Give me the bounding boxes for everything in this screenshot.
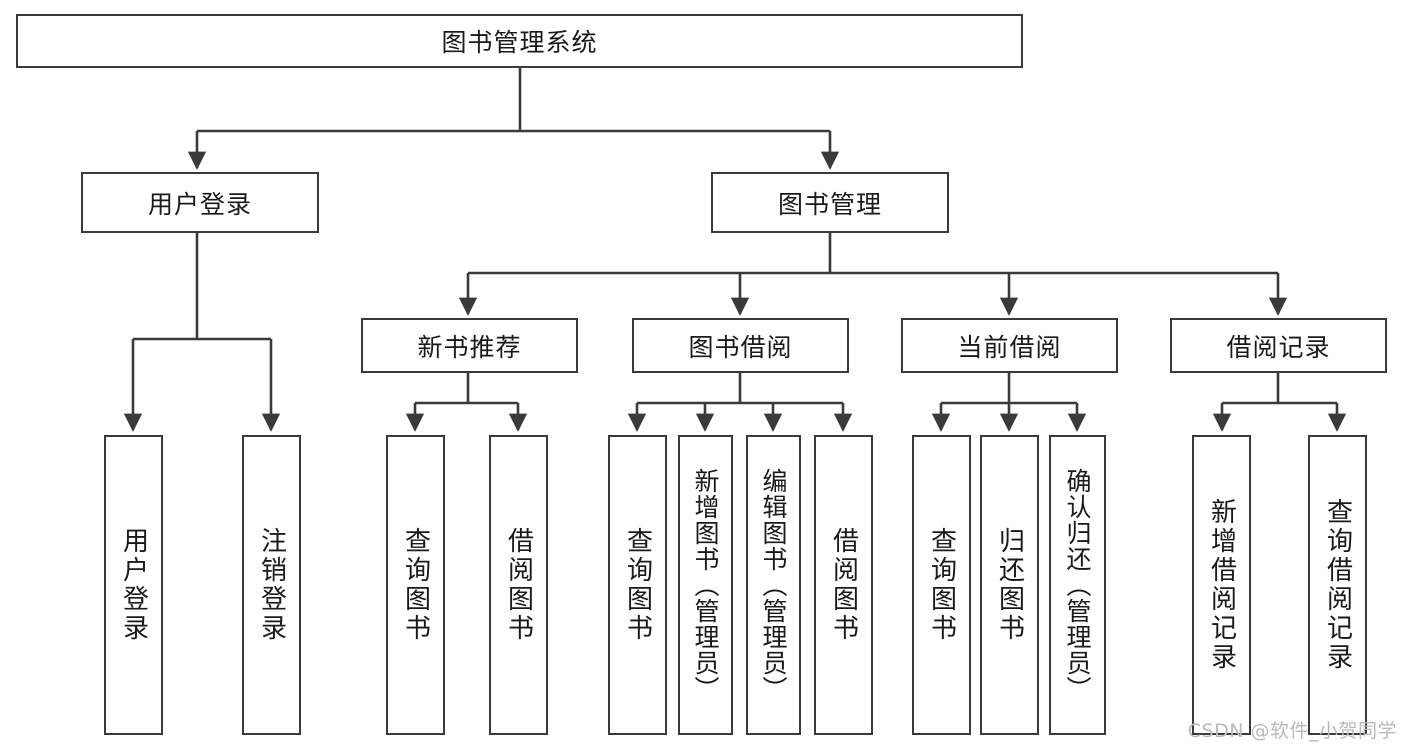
leaf-label: 新增图书（管理员） [691,468,720,702]
node-root[interactable]: 图书管理系统 [16,14,1023,68]
node-borrow-records[interactable]: 借阅记录 [1170,318,1387,373]
leaf-label: 用户登录 [118,527,149,643]
leaf-new-book-query[interactable]: 查询图书 [386,435,445,735]
node-new-book-recommend-label: 新书推荐 [417,332,522,362]
leaf-label: 查询图书 [926,527,957,643]
leaf-label: 归还图书 [994,527,1025,643]
leaf-book-borrow-add[interactable]: 新增图书（管理员） [678,435,733,735]
node-user-login[interactable]: 用户登录 [81,172,319,233]
node-borrow-records-label: 借阅记录 [1226,332,1331,362]
leaf-label: 编辑图书（管理员） [759,468,788,702]
leaf-label: 查询借阅记录 [1322,498,1353,672]
leaf-label: 借阅图书 [828,527,859,643]
leaf-book-borrow-query[interactable]: 查询图书 [608,435,667,735]
leaf-current-borrow-query[interactable]: 查询图书 [912,435,971,735]
leaf-label: 查询图书 [400,527,431,643]
leaf-borrow-records-add[interactable]: 新增借阅记录 [1192,435,1251,735]
leaf-user-login-login[interactable]: 用户登录 [104,435,163,735]
node-book-borrow[interactable]: 图书借阅 [632,318,849,373]
node-root-label: 图书管理系统 [441,28,598,57]
leaf-label: 查询图书 [622,527,653,643]
node-book-manage[interactable]: 图书管理 [711,172,949,233]
leaf-label: 新增借阅记录 [1206,498,1237,672]
node-book-manage-label: 图书管理 [777,189,882,219]
leaf-label: 注销登录 [256,527,287,643]
node-new-book-recommend[interactable]: 新书推荐 [361,318,578,373]
leaf-user-login-logout[interactable]: 注销登录 [242,435,301,735]
node-user-login-label: 用户登录 [147,189,252,219]
leaf-borrow-records-query[interactable]: 查询借阅记录 [1308,435,1367,735]
node-current-borrow-label: 当前借阅 [957,332,1062,362]
leaf-current-borrow-return[interactable]: 归还图书 [980,435,1039,735]
leaf-book-borrow-edit[interactable]: 编辑图书（管理员） [746,435,801,735]
leaf-current-borrow-confirm[interactable]: 确认归还（管理员） [1049,435,1106,735]
leaf-label: 确认归还（管理员） [1063,468,1092,702]
leaf-book-borrow-borrow[interactable]: 借阅图书 [814,435,873,735]
leaf-new-book-borrow[interactable]: 借阅图书 [489,435,548,735]
node-current-borrow[interactable]: 当前借阅 [901,318,1118,373]
node-book-borrow-label: 图书借阅 [688,332,793,362]
leaf-label: 借阅图书 [503,527,534,643]
